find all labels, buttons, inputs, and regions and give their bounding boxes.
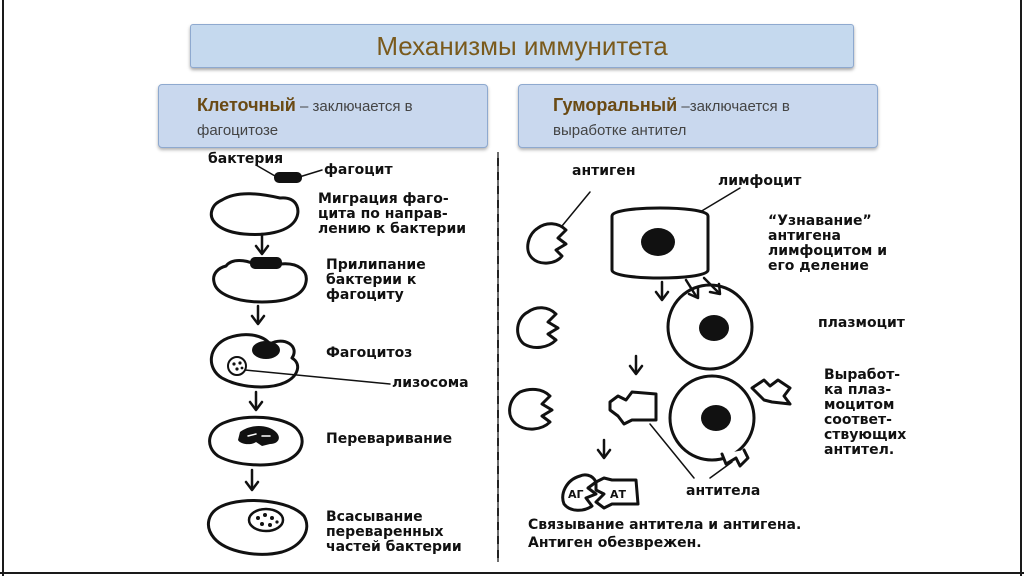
phagocyte-pointer: [295, 169, 323, 179]
column-divider: [497, 152, 499, 562]
complex-antigen-shape: [561, 473, 598, 512]
lysosome-pointer: [244, 369, 391, 385]
label-antibodies: антитела: [686, 483, 761, 499]
label-phagocyte: фагоцит: [324, 162, 393, 178]
plasmocyte-cell-2: [668, 374, 756, 462]
lymphocyte-pointer: [699, 187, 741, 213]
lymphocyte-nucleus: [641, 228, 675, 256]
digesting-bacteria: [238, 426, 279, 446]
engulfed-bacteria: [252, 341, 280, 359]
label-lysosome: лизосома: [392, 375, 469, 391]
label-antigen: антиген: [572, 163, 636, 179]
plasmocyte-cell-1: [666, 283, 754, 371]
label-ag: АГ: [568, 488, 584, 501]
label-absorption: Всасывание переваренных частей бактерии: [326, 509, 462, 555]
label-bacteria: бактерия: [208, 151, 284, 167]
free-antibody-shape: [608, 390, 658, 426]
label-lymphocyte: лимфоцит: [718, 173, 802, 189]
label-binding-2: Антиген обезврежен.: [528, 535, 702, 551]
label-plasmocyte: плазмоцит: [818, 315, 905, 331]
complex-antibody-shape: [594, 476, 640, 510]
arrow-head-1: [254, 244, 270, 256]
cellular-name: Клеточный: [197, 95, 296, 115]
label-at: АТ: [610, 488, 627, 501]
humoral-desc-1: –заключается в: [677, 98, 790, 115]
antigen-shape-3: [508, 387, 554, 431]
arrow-head-3: [248, 400, 264, 412]
page-title: Механизмы иммунитета: [190, 24, 854, 68]
bacteria-shape: [274, 172, 302, 183]
humoral-desc-2: выработке антител: [553, 122, 687, 139]
phagocyte-cell-1: [209, 192, 300, 236]
secreted-antibody-1: [750, 378, 792, 406]
lysosome-shape: [227, 356, 247, 376]
label-recognition: “Узнавание” антигена лимфоцитом и его де…: [768, 213, 888, 274]
phagocyte-cell-3: [210, 333, 300, 389]
antigen-shape-1: [526, 222, 568, 265]
frame-bottom-line: [0, 572, 1024, 574]
antigen-pointer: [561, 191, 591, 227]
bacteria-pointer: [255, 164, 276, 177]
phagocyte-cell-5: [206, 499, 309, 556]
humoral-immunity-box: Гуморальный –заключается в выработке ант…: [518, 84, 878, 148]
plasmocyte-nucleus-1: [699, 315, 729, 341]
cellular-desc-2: фагоцитозе: [197, 122, 279, 139]
label-digestion: Переваривание: [326, 431, 453, 447]
cellular-desc-1: – заключается в: [295, 98, 413, 115]
frame-right-line: [1020, 0, 1022, 576]
antibody-pointer-1: [649, 423, 695, 479]
label-phagocytosis: Фагоцитоз: [326, 345, 413, 361]
lymphocyte-cell: [610, 206, 710, 280]
phagocyte-cell-4: [208, 415, 304, 467]
digested-vacuole: [247, 507, 285, 533]
frame-left-line: [2, 0, 4, 576]
label-adhesion: Прилипание бактерии к фагоциту: [326, 257, 426, 303]
plasmocyte-nucleus-2: [701, 405, 731, 431]
label-migration: Миграция фаго- цита по направ- лению к б…: [318, 191, 467, 237]
antigen-shape-2: [516, 306, 560, 349]
column-divider-dash: [497, 152, 499, 562]
label-production: Выработ- ка плаз- моцитом соответ- ствую…: [824, 367, 907, 458]
antibody-pointer-2: [709, 461, 733, 479]
arrow-head-2: [250, 314, 266, 326]
label-binding-1: Связывание антитела и антигена.: [528, 517, 802, 533]
cellular-immunity-box: Клеточный – заключается в фагоцитозе: [158, 84, 488, 148]
secreted-antibody-2: [720, 448, 750, 468]
page-title-text: Механизмы иммунитета: [376, 30, 668, 61]
bacteria-adhered: [250, 257, 282, 269]
arrow-head-4: [244, 480, 260, 492]
humoral-name: Гуморальный: [553, 95, 678, 115]
